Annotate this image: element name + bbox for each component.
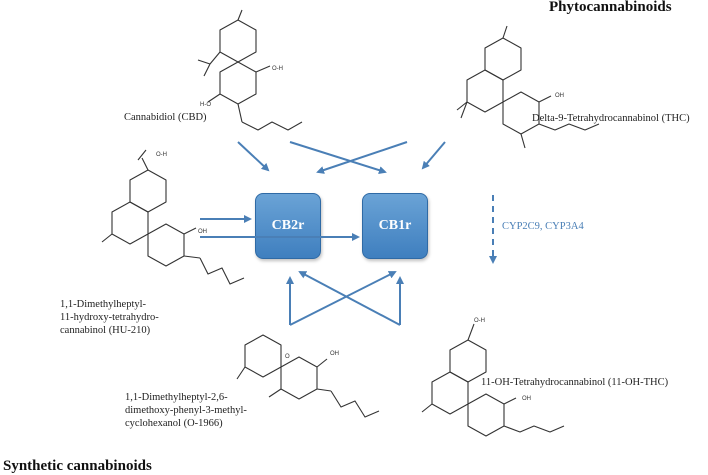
svg-text:OH: OH [198, 229, 207, 235]
svg-text:O-H: O-H [156, 152, 167, 158]
structure-11-oh-thc [421, 323, 565, 437]
receptor-cb1: CB1r [362, 193, 428, 259]
heading-synthetic-cannabinoids: Synthetic cannabinoids [3, 458, 152, 474]
receptor-cb1-label: CB1r [378, 218, 412, 233]
arrow-cbd-to-cb1 [289, 141, 387, 175]
label-o1966: 1,1-Dimethylheptyl-2,6- dimethoxy-phenyl… [125, 391, 247, 430]
svg-text:O-H: O-H [474, 318, 485, 324]
svg-text:OH: OH [522, 396, 531, 402]
label-o1966-line-2: dimethoxy-phenyl-3-methyl- [125, 405, 247, 416]
label-thc: Delta-9-Tetrahydrocannabinol (THC) [532, 113, 690, 124]
svg-text:O: O [285, 354, 290, 360]
structure-o1966 [236, 334, 380, 418]
svg-text:OH: OH [330, 351, 339, 357]
structure-thc [456, 25, 600, 149]
structure-hu210 [101, 149, 245, 285]
arrow-cbd-to-cb2 [237, 141, 270, 172]
arrow-11ohthc-to-cb2 [298, 271, 401, 326]
label-cbd: Cannabidiol (CBD) [124, 112, 207, 123]
label-hu210-line-1: 1,1-Dimethylheptyl- [60, 299, 147, 310]
label-hu210-line-3: cannabinol (HU-210) [60, 325, 151, 336]
receptor-cb2: CB2r [255, 193, 321, 259]
arrow-o1966-to-cb1 [289, 271, 397, 326]
heading-phytocannabinoids: Phytocannabinoids [549, 0, 672, 15]
label-o1966-line-3: cyclohexanol (O-1966) [125, 418, 223, 429]
svg-text:O-H: O-H [272, 66, 283, 72]
arrow-thc-to-cb2 [316, 141, 408, 174]
enzyme-label: CYP2C9, CYP3A4 [502, 221, 584, 232]
receptor-cb2-label: CB2r [271, 218, 305, 233]
label-hu210: 1,1-Dimethylheptyl- 11-hydroxy-tetrahydr… [60, 298, 159, 337]
label-o1966-line-1: 1,1-Dimethylheptyl-2,6- [125, 392, 228, 403]
structure-cbd [197, 9, 303, 131]
arrow-thc-to-cb1 [421, 141, 446, 170]
label-hu210-line-2: 11-hydroxy-tetrahydro- [60, 312, 159, 323]
svg-text:OH: OH [555, 93, 564, 99]
label-11-oh-thc: 11-OH-Tetrahydrocannabinol (11-OH-THC) [481, 377, 669, 388]
svg-text:H-O: H-O [200, 102, 211, 108]
